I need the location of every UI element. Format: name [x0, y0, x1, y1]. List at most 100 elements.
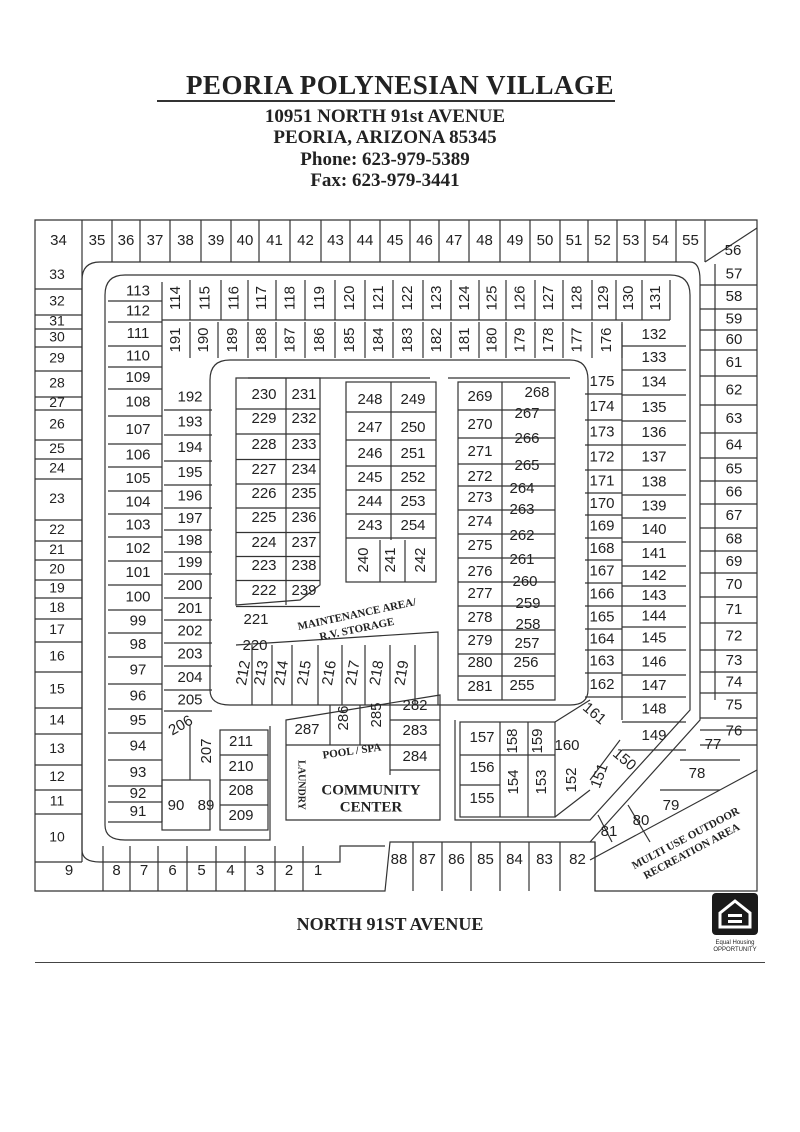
lot-37: 37	[147, 232, 164, 249]
lot-101: 101	[125, 564, 150, 581]
lot-169: 169	[589, 517, 614, 534]
lot-220: 220	[242, 637, 267, 654]
block-a-boundary	[235, 377, 321, 606]
lot-141: 141	[641, 545, 666, 562]
community-center-label-line1: COMMUNITY	[321, 782, 420, 798]
lot-253: 253	[400, 493, 425, 510]
lot-70: 70	[726, 576, 743, 593]
lot-205: 205	[177, 691, 202, 708]
lot-26: 26	[49, 416, 65, 432]
lot-21: 21	[49, 541, 65, 557]
lot-214: 214	[271, 659, 292, 687]
lot-235: 235	[291, 485, 316, 502]
lot-106: 106	[125, 446, 150, 463]
lot-206: 206	[166, 712, 196, 739]
lot-184: 184	[370, 327, 387, 352]
lot-258: 258	[515, 616, 540, 633]
lot-212: 212	[233, 659, 254, 687]
lot-48: 48	[476, 232, 493, 249]
lot-243: 243	[357, 517, 382, 534]
lot-121: 121	[370, 285, 387, 310]
lot-24: 24	[49, 460, 65, 476]
lot-51: 51	[566, 232, 583, 249]
lot-9: 9	[65, 862, 73, 879]
lot-81: 81	[601, 823, 618, 840]
lot-117: 117	[253, 286, 270, 310]
lot-58: 58	[726, 288, 743, 305]
lot-171: 171	[589, 472, 614, 489]
lot-179: 179	[511, 327, 528, 352]
lot-136: 136	[641, 424, 666, 441]
lot-96: 96	[130, 687, 147, 704]
lot-57: 57	[726, 265, 743, 282]
lot-151: 151	[587, 761, 612, 790]
lot-8: 8	[112, 862, 120, 879]
lot-224: 224	[251, 534, 276, 551]
equal-housing-icon	[712, 893, 758, 935]
lot-145: 145	[641, 629, 666, 646]
lot-174: 174	[589, 398, 614, 415]
lot-215: 215	[294, 659, 315, 687]
lot-38: 38	[177, 232, 194, 249]
lot-257: 257	[514, 635, 539, 652]
lot-166: 166	[589, 585, 614, 602]
lot-56: 56	[725, 242, 742, 259]
lot-44: 44	[357, 232, 374, 249]
lot-270: 270	[467, 416, 492, 433]
lot-254: 254	[400, 517, 425, 534]
equal-housing-logo: Equal Housing OPPORTUNITY	[707, 893, 763, 954]
lot-241: 241	[382, 547, 399, 572]
fax-number: Fax: 623-979-3441	[310, 170, 460, 191]
lot-248: 248	[357, 391, 382, 408]
lot-99: 99	[130, 612, 147, 629]
lot-187: 187	[281, 327, 298, 352]
lot-211: 211	[229, 733, 253, 750]
lot-191: 191	[167, 327, 184, 352]
lot-50: 50	[537, 232, 554, 249]
lot-25: 25	[49, 440, 65, 456]
park-title: PEORIA POLYNESIAN VILLAGE	[185, 70, 615, 100]
lot-102: 102	[125, 540, 150, 557]
lot-28: 28	[49, 375, 65, 391]
lot-135: 135	[641, 399, 666, 416]
lot-93: 93	[130, 764, 147, 781]
lot-233: 233	[291, 436, 316, 453]
lot-252: 252	[400, 469, 425, 486]
lot-155: 155	[469, 790, 494, 807]
lot-275: 275	[467, 537, 492, 554]
lot-244: 244	[357, 493, 382, 510]
lot-278: 278	[467, 609, 492, 626]
lot-165: 165	[589, 608, 614, 625]
lot-287: 287	[294, 721, 319, 738]
lot-132: 132	[641, 326, 666, 343]
lot-158: 158	[504, 728, 521, 753]
lot-43: 43	[327, 232, 344, 249]
lot-263: 263	[509, 501, 534, 518]
lot-85: 85	[477, 851, 494, 868]
lot-7: 7	[140, 862, 148, 879]
lot-116: 116	[225, 286, 242, 310]
lot-228: 228	[251, 436, 276, 453]
lot-12: 12	[49, 768, 65, 784]
lot-249: 249	[400, 391, 425, 408]
lot-231: 231	[291, 386, 316, 403]
lot-61: 61	[726, 354, 743, 371]
lot-245: 245	[357, 469, 382, 486]
lot-67: 67	[726, 507, 743, 524]
lot-19: 19	[49, 580, 65, 596]
title-underline	[157, 100, 615, 102]
lot-272: 272	[467, 468, 492, 485]
lot-49: 49	[507, 232, 524, 249]
lot-180: 180	[483, 327, 500, 352]
lot-60: 60	[726, 331, 743, 348]
lot-17: 17	[49, 621, 65, 637]
lot-line	[161, 779, 211, 831]
lot-line	[589, 739, 621, 781]
lot-130: 130	[620, 285, 637, 310]
lot-108: 108	[125, 393, 150, 410]
lot-204: 204	[177, 669, 202, 686]
lot-183: 183	[399, 327, 416, 352]
lot-160: 160	[554, 737, 579, 754]
lot-286: 286	[335, 705, 352, 730]
lot-40: 40	[237, 232, 254, 249]
